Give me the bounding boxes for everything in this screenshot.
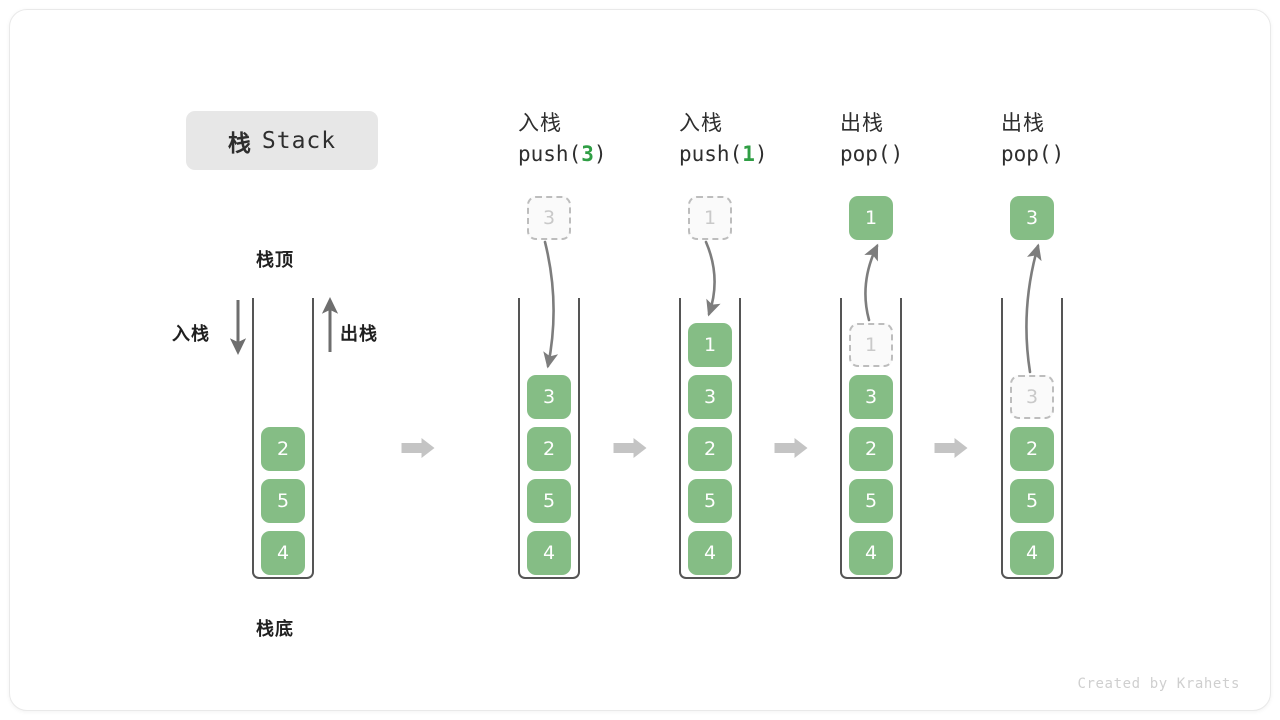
- push-direction-label: 入栈: [172, 324, 210, 345]
- step-op-code: push(1): [679, 142, 768, 166]
- step-op-code: push(3): [518, 142, 607, 166]
- stack-push-3-cell: 5: [527, 479, 571, 523]
- stack-pop-1-cell: 5: [849, 479, 893, 523]
- stack-title-en: Stack: [261, 127, 337, 154]
- stack-push-1-cell: 3: [688, 375, 732, 419]
- floating-element-push-3: 3: [527, 196, 571, 240]
- initial-stack-cell: 4: [261, 531, 305, 575]
- stack-push-3-cell: 2: [527, 427, 571, 471]
- stack-top-label: 栈顶: [256, 250, 294, 271]
- step-op-label: 入栈: [518, 111, 562, 135]
- step-header-push-3: 入栈 push(3): [518, 108, 688, 170]
- step-op-label: 出栈: [1001, 111, 1045, 135]
- step-op-arg: 1: [742, 142, 755, 166]
- floating-element-push-1: 1: [688, 196, 732, 240]
- stack-pop-1-cell: 2: [849, 427, 893, 471]
- initial-stack-cell: 2: [261, 427, 305, 471]
- stack-pop-1-cell: 1: [849, 323, 893, 367]
- step-op-code: pop(): [1001, 142, 1065, 166]
- stack-title-cn: 栈: [227, 130, 252, 157]
- floating-element-pop-3: 3: [1010, 196, 1054, 240]
- stack-push-1-cell: 2: [688, 427, 732, 471]
- stack-push-1-cell: 4: [688, 531, 732, 575]
- stack-push-3-cell: 3: [527, 375, 571, 419]
- stack-push-1-cell: 1: [688, 323, 732, 367]
- stack-push-1-cell: 5: [688, 479, 732, 523]
- initial-stack-cell: 5: [261, 479, 305, 523]
- step-header-pop-3: 出栈 pop(): [1001, 108, 1171, 170]
- step-op-label: 出栈: [840, 111, 884, 135]
- step-header-push-1: 入栈 push(1): [679, 108, 849, 170]
- stack-push-3-cell: 4: [527, 531, 571, 575]
- stack-container-push-3: [518, 298, 580, 579]
- stack-title-badge: 栈 Stack: [186, 111, 378, 170]
- credit-footer: Created by Krahets: [1077, 676, 1240, 692]
- stack-bottom-label: 栈底: [256, 619, 294, 640]
- stack-pop-3-cell: 2: [1010, 427, 1054, 471]
- step-op-label: 入栈: [679, 111, 723, 135]
- stack-pop-3-cell: 4: [1010, 531, 1054, 575]
- initial-stack-container: [252, 298, 314, 579]
- step-op-code: pop(): [840, 142, 904, 166]
- step-op-arg: 3: [581, 142, 594, 166]
- stack-pop-3-cell: 5: [1010, 479, 1054, 523]
- stack-container-pop-3: [1001, 298, 1063, 579]
- stack-pop-3-cell: 3: [1010, 375, 1054, 419]
- pop-direction-label: 出栈: [340, 324, 378, 345]
- stack-container-push-1: [679, 298, 741, 579]
- step-header-pop-1: 出栈 pop(): [840, 108, 1010, 170]
- stack-container-pop-1: [840, 298, 902, 579]
- stack-pop-1-cell: 4: [849, 531, 893, 575]
- stack-pop-1-cell: 3: [849, 375, 893, 419]
- floating-element-pop-1: 1: [849, 196, 893, 240]
